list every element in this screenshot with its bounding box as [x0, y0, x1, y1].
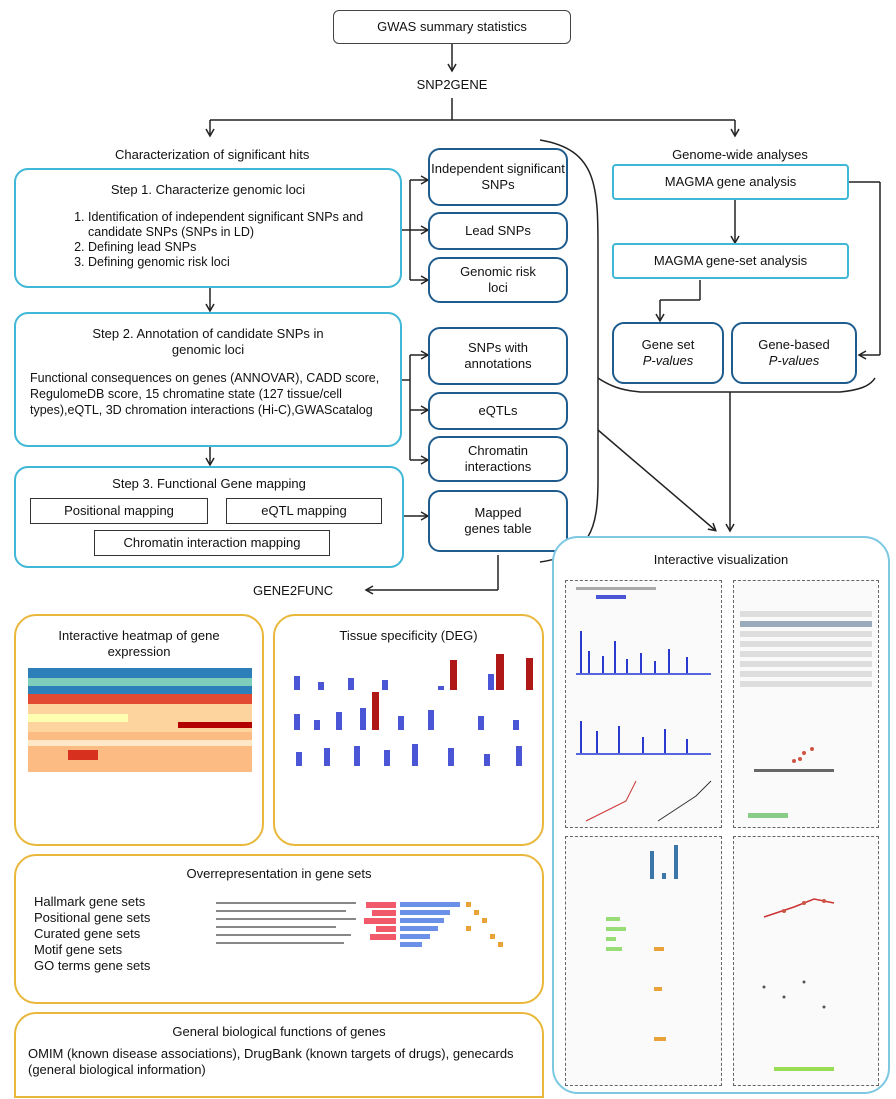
geneset-pvalues-line2: P-values	[642, 353, 694, 368]
gene-set-item: Hallmark gene sets	[34, 894, 146, 909]
step1-item: Identification of independent significan…	[88, 210, 390, 240]
gwas-box: GWAS summary statistics	[333, 10, 571, 44]
gene2func-label: GENE2FUNC	[253, 583, 334, 598]
deg-title: Tissue specificity (DEG)	[339, 628, 478, 643]
manhattan-mini-plot	[576, 587, 712, 822]
manhattan-screenshot	[565, 580, 722, 828]
risk-loci-box: Genomic risk loci	[428, 257, 568, 303]
general-functions-box: General biological functions of genes OM…	[14, 1012, 544, 1098]
step1-item: Defining lead SNPs	[88, 240, 390, 255]
step3-title: Step 3. Functional Gene mapping	[112, 476, 306, 491]
step1-list: Identification of independent significan…	[66, 210, 390, 270]
magma-gene-box: MAGMA gene analysis	[612, 164, 849, 200]
enrichment-mini-chart	[216, 902, 503, 947]
genebased-pvalues-box: Gene-based P-values	[731, 322, 857, 384]
gene-set-list: Hallmark gene sets Positional gene sets …	[34, 894, 542, 974]
gene-set-item: Curated gene sets	[34, 926, 141, 941]
gwas-label: GWAS summary statistics	[377, 19, 527, 34]
general-functions-title: General biological functions of genes	[172, 1024, 386, 1039]
heatmap-title: Interactive heatmap of gene expression	[58, 628, 220, 659]
gene-set-item: Motif gene sets	[34, 942, 123, 957]
step2-title: Step 2. Annotation of candidate SNPs in …	[92, 326, 324, 357]
step1-title: Step 1. Characterize genomic loci	[110, 182, 306, 197]
eqtls-box: eQTLs	[428, 392, 568, 430]
eqtl-mapping-box: eQTL mapping	[226, 498, 382, 524]
positional-mapping-box: Positional mapping	[30, 498, 208, 524]
chromatin-interactions-box: Chromatin interactions	[428, 436, 568, 482]
magma-geneset-box: MAGMA gene-set analysis	[612, 243, 849, 279]
overrepresentation-title: Overrepresentation in gene sets	[186, 866, 372, 881]
independent-snps-box: Independent significant SNPs	[428, 148, 568, 206]
overrepresentation-box: Overrepresentation in gene sets Hallmark…	[14, 854, 544, 1004]
step1-box: Step 1. Characterize genomic loci Identi…	[14, 168, 402, 288]
step2-body: Functional consequences on genes (ANNOVA…	[30, 371, 380, 417]
table-mini-view	[740, 611, 872, 818]
deg-bar-chart	[294, 654, 533, 766]
geneset-pvalues-box: Gene set P-values	[612, 322, 724, 384]
genebased-pvalues-line1: Gene-based	[758, 337, 830, 352]
mapped-genes-box: Mapped genes table	[428, 490, 568, 552]
regional-mini-plot	[762, 898, 835, 1071]
table-screenshot	[733, 580, 879, 828]
gene-set-mini-view	[606, 845, 678, 1041]
step2-box: Step 2. Annotation of candidate SNPs in …	[14, 312, 402, 447]
interactive-visualization-title: Interactive visualization	[653, 552, 789, 567]
genebased-pvalues-line2: P-values	[768, 353, 820, 368]
gene-set-item: Positional gene sets	[34, 910, 151, 925]
general-functions-body: OMIM (known disease associations), DrugB…	[28, 1046, 514, 1077]
geneset-pvalues-line1: Gene set	[641, 337, 695, 352]
snp2gene-label: SNP2GENE	[416, 77, 488, 92]
expression-heatmap	[28, 668, 252, 772]
characterization-header: Characterization of significant hits	[115, 147, 310, 162]
snps-annotations-box: SNPs with annotations	[428, 327, 568, 385]
chromatin-mapping-box: Chromatin interaction mapping	[94, 530, 330, 556]
step1-item: Defining genomic risk loci	[88, 255, 390, 270]
regional-plot-screenshot	[733, 836, 879, 1086]
genome-wide-header: Genome-wide analyses	[672, 147, 808, 162]
gene-set-screenshot	[565, 836, 722, 1086]
lead-snps-box: Lead SNPs	[428, 212, 568, 250]
gene-set-item: GO terms gene sets	[34, 958, 151, 973]
